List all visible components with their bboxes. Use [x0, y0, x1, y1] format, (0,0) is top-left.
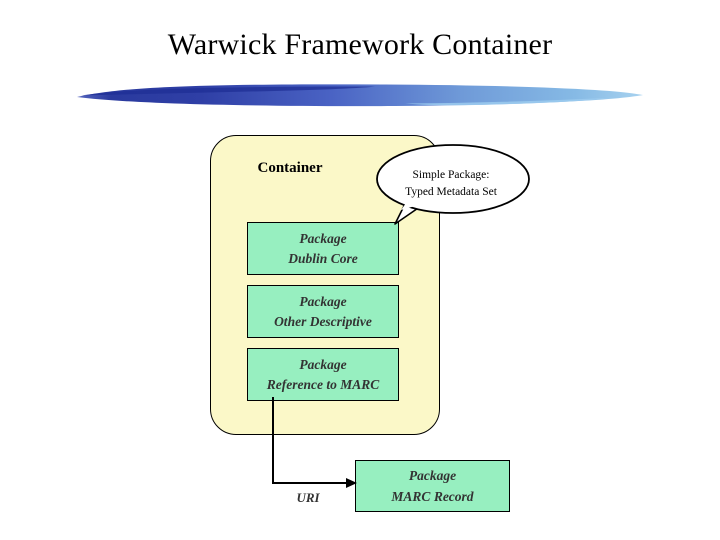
container-label: Container — [257, 160, 323, 176]
package-name-label: Dublin Core — [288, 251, 358, 266]
package-type-label: Package — [408, 468, 457, 483]
page-title: Warwick Framework Container — [167, 28, 553, 61]
package-name-label: Reference to MARC — [266, 377, 380, 392]
callout-line-1: Simple Package: — [412, 169, 490, 181]
package-box-dublin-core: Package Dublin Core — [247, 222, 399, 275]
brush-stroke-divider — [77, 84, 643, 107]
connector-label-uri: URI — [296, 490, 320, 505]
callout-text: Simple Package: Typed Metadata Set — [380, 167, 522, 200]
package-type-label: Package — [299, 356, 347, 372]
callout-line-2: Typed Metadata Set — [405, 185, 497, 198]
package-box-other-descriptive: Package Other Descriptive — [247, 285, 399, 338]
package-name-label: Other Descriptive — [274, 314, 372, 329]
package-box-reference-to-marc: Package Reference to MARC — [247, 348, 399, 401]
package-name-label: MARC Record — [391, 488, 474, 504]
package-type-label: Package — [299, 230, 347, 246]
package-type-label: Package — [299, 293, 347, 309]
package-box-marc-record: Package MARC Record — [355, 460, 510, 512]
